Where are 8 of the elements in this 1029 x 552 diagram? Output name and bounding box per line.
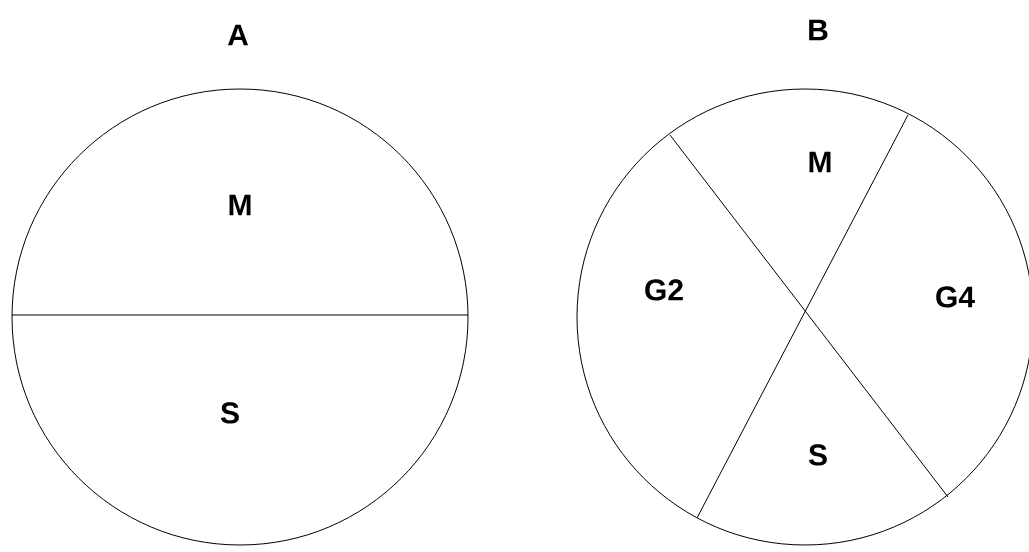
sector-label: G2 [645, 279, 683, 301]
sector-label: M [229, 194, 251, 216]
sector-label: S [220, 402, 239, 424]
sector-label: M [809, 151, 831, 173]
node-label: B [809, 19, 828, 41]
node-label: A [227, 24, 249, 46]
sector-label: S [808, 444, 827, 466]
sector-label: G4 [936, 286, 975, 308]
